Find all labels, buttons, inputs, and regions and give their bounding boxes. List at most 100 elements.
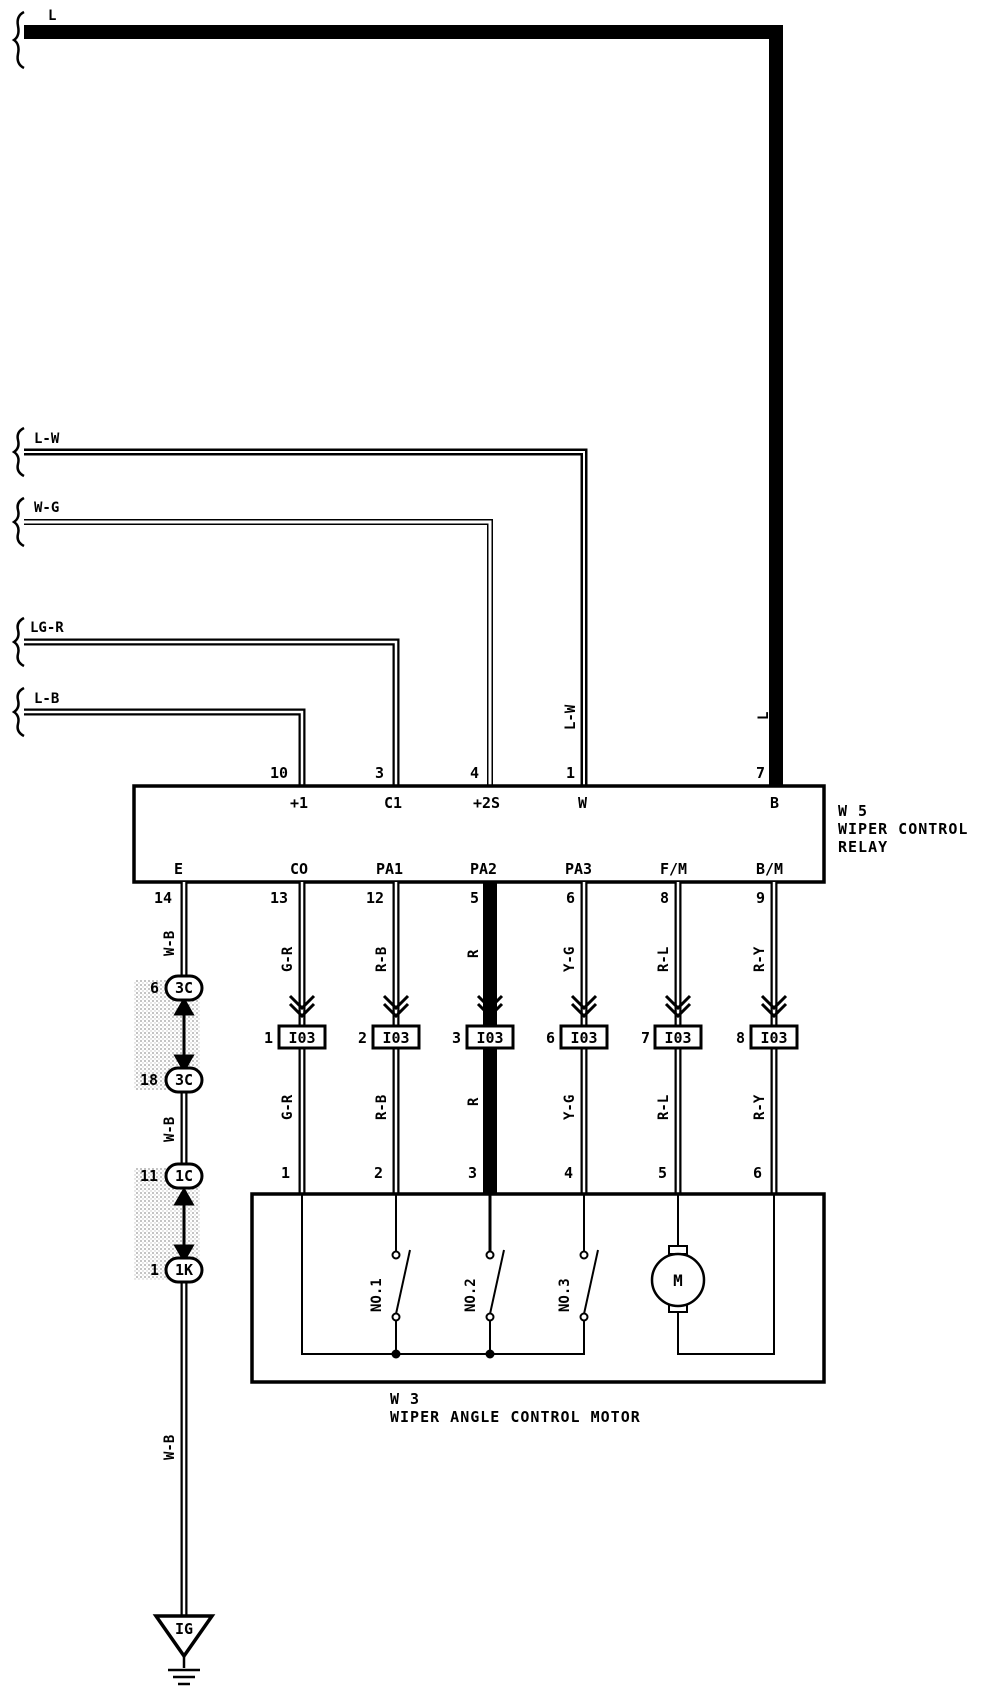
branch-wire-label: R bbox=[466, 949, 482, 958]
connector-pin: 7 bbox=[641, 1029, 650, 1047]
wire-break-brackets bbox=[11, 10, 25, 738]
ground-wire-label: W-B bbox=[162, 931, 178, 956]
relay-terminal-label: +1 bbox=[290, 794, 308, 812]
wire-label-l: L bbox=[48, 8, 56, 24]
wire-label-lg-r: LG-R bbox=[30, 620, 64, 636]
branch-wire-label: R bbox=[466, 1097, 482, 1106]
connector-i03: I03 7 bbox=[641, 1024, 703, 1050]
connector-code: I03 bbox=[570, 1029, 597, 1047]
connector-code: I03 bbox=[476, 1029, 503, 1047]
relay-pin-number: 5 bbox=[470, 889, 479, 907]
connector-i03: I03 6 bbox=[546, 1024, 609, 1050]
motor-name: WIPER ANGLE CONTROL MOTOR bbox=[390, 1408, 641, 1426]
junction-connector: 3C 18 bbox=[140, 1066, 204, 1094]
wire-label-l-b: L-B bbox=[34, 691, 59, 707]
junction-connector-code: 1C bbox=[175, 1167, 193, 1185]
relay-pin-number: 12 bbox=[366, 889, 384, 907]
relay-terminal-label: B/M bbox=[756, 860, 783, 878]
ground-point: IG bbox=[152, 1614, 216, 1668]
relay-terminal-label: W bbox=[578, 794, 588, 812]
branch-wire-label: G-R bbox=[280, 946, 296, 972]
junction-connector: 3C 6 bbox=[150, 974, 204, 1002]
relay-pin-number: 6 bbox=[566, 889, 575, 907]
relay-terminal-label: E bbox=[174, 860, 183, 878]
relay-code: W 5 bbox=[838, 802, 868, 820]
relay-terminal-label: PA3 bbox=[565, 860, 592, 878]
branch-wire-label: R-Y bbox=[752, 1094, 768, 1120]
connector-pin: 6 bbox=[546, 1029, 555, 1047]
junction-connector: 1C 11 bbox=[140, 1162, 204, 1190]
branch-wire-label: R-L bbox=[656, 947, 672, 972]
ground-wire-label: W-B bbox=[162, 1117, 178, 1142]
relay-terminal-label: F/M bbox=[660, 860, 687, 878]
relay-pin-number: 10 bbox=[270, 764, 288, 782]
relay-terminal-label: PA2 bbox=[470, 860, 497, 878]
motor-pin-number: 5 bbox=[658, 1164, 667, 1182]
relay-name-line2: RELAY bbox=[838, 838, 888, 856]
switch-label-no2: NO.2 bbox=[463, 1278, 479, 1312]
connector-pin: 1 bbox=[264, 1029, 273, 1047]
ground-icon bbox=[168, 1668, 200, 1686]
wire-l bbox=[24, 25, 783, 786]
wire-lg-r bbox=[24, 638, 400, 786]
relay-terminal-label: CO bbox=[290, 860, 308, 878]
junction-connector-pin: 11 bbox=[140, 1167, 158, 1185]
relay-pin-number: 13 bbox=[270, 889, 288, 907]
junction-connector: 1K 1 bbox=[150, 1256, 204, 1284]
connector-pin: 2 bbox=[358, 1029, 367, 1047]
wire-label-b-vertical: L bbox=[756, 712, 772, 720]
connector-code: I03 bbox=[288, 1029, 315, 1047]
relay-pin-number: 3 bbox=[375, 764, 384, 782]
branch-wire-label: Y-G bbox=[562, 1095, 578, 1120]
ground-point-code: IG bbox=[175, 1620, 193, 1638]
motor-symbol-letter: M bbox=[673, 1271, 683, 1290]
junction-dots bbox=[391, 1349, 495, 1359]
relay-pin-number: 8 bbox=[660, 889, 669, 907]
switch-contacts bbox=[391, 1250, 589, 1322]
wire-label-w-g: W-G bbox=[34, 500, 59, 516]
connector-i03: I03 1 bbox=[264, 1024, 327, 1050]
relay-terminal-label: PA1 bbox=[376, 860, 403, 878]
connector-i03: I03 3 bbox=[452, 1024, 515, 1050]
relay-name-line1: WIPER CONTROL bbox=[838, 820, 968, 838]
junction-connector-pin: 6 bbox=[150, 979, 159, 997]
wiper-angle-control-motor-box bbox=[250, 1192, 826, 1384]
wiper-control-relay-box bbox=[132, 784, 826, 884]
connector-i03: I03 8 bbox=[736, 1024, 799, 1050]
relay-terminal-label: B bbox=[770, 794, 779, 812]
junction-connector-pin: 18 bbox=[140, 1071, 158, 1089]
relay-pin-number: 9 bbox=[756, 889, 765, 907]
connector-double-arrow bbox=[173, 996, 195, 1264]
motor-code: W 3 bbox=[390, 1390, 420, 1408]
relay-pin-number: 4 bbox=[470, 764, 479, 782]
wire-label-l-w: L-W bbox=[34, 431, 60, 447]
relay-pin-number: 7 bbox=[756, 764, 765, 782]
junction-connector-pin: 1 bbox=[150, 1261, 159, 1279]
motor-pin-number: 2 bbox=[374, 1164, 383, 1182]
switch-label-no1: NO.1 bbox=[369, 1278, 385, 1312]
connector-code: I03 bbox=[664, 1029, 691, 1047]
wire-w-g bbox=[24, 519, 493, 786]
relay-pin-number: 1 bbox=[566, 764, 575, 782]
relay-terminal-label: C1 bbox=[384, 794, 402, 812]
branch-wire-label: R-L bbox=[656, 1095, 672, 1120]
connector-code: I03 bbox=[382, 1029, 409, 1047]
junction-connector-code: 1K bbox=[175, 1261, 193, 1279]
connector-code: I03 bbox=[760, 1029, 787, 1047]
connector-i03: I03 2 bbox=[358, 1024, 421, 1050]
motor-icon: M bbox=[650, 1245, 706, 1313]
motor-pin-number: 6 bbox=[753, 1164, 762, 1182]
relay-terminal-label: +2S bbox=[473, 794, 500, 812]
branch-wire-label: R-Y bbox=[752, 946, 768, 972]
motor-pin-number: 3 bbox=[468, 1164, 477, 1182]
junction-connector-code: 3C bbox=[175, 1071, 193, 1089]
wire-label-w-vertical: L-W bbox=[563, 704, 579, 730]
motor-pin-number: 1 bbox=[281, 1164, 290, 1182]
branch-wire-label: R-B bbox=[374, 947, 390, 972]
switch-label-no3: NO.3 bbox=[557, 1278, 573, 1312]
ground-wire-label: W-B bbox=[162, 1435, 178, 1460]
branch-wire-label: Y-G bbox=[562, 947, 578, 972]
branch-wire-label: G-R bbox=[280, 1094, 296, 1120]
relay-pin-number: 14 bbox=[154, 889, 172, 907]
motor-pin-number: 4 bbox=[564, 1164, 573, 1182]
